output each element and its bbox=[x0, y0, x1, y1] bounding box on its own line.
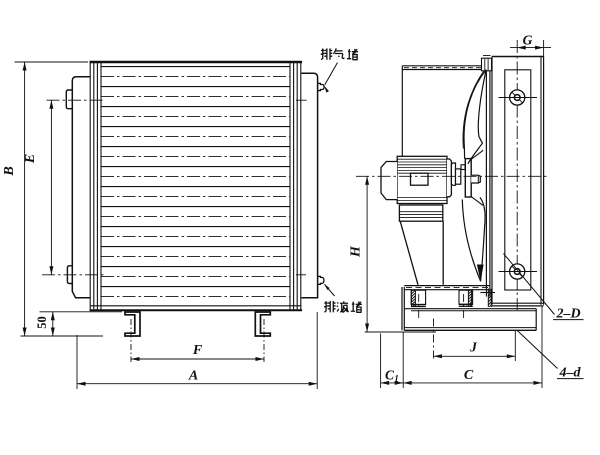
svg-text:C: C bbox=[385, 368, 395, 383]
svg-text:A: A bbox=[188, 369, 198, 384]
svg-text:B: B bbox=[2, 166, 17, 176]
svg-text:4–d: 4–d bbox=[559, 366, 582, 381]
svg-text:2–D: 2–D bbox=[555, 307, 580, 322]
svg-text:G: G bbox=[523, 33, 533, 48]
svg-text:C: C bbox=[464, 368, 474, 383]
svg-text:F: F bbox=[192, 343, 203, 358]
svg-text:E: E bbox=[23, 154, 38, 164]
svg-text:J: J bbox=[469, 340, 478, 355]
svg-text:1: 1 bbox=[394, 374, 399, 384]
svg-text:50: 50 bbox=[35, 316, 49, 329]
svg-text:H: H bbox=[349, 245, 364, 258]
